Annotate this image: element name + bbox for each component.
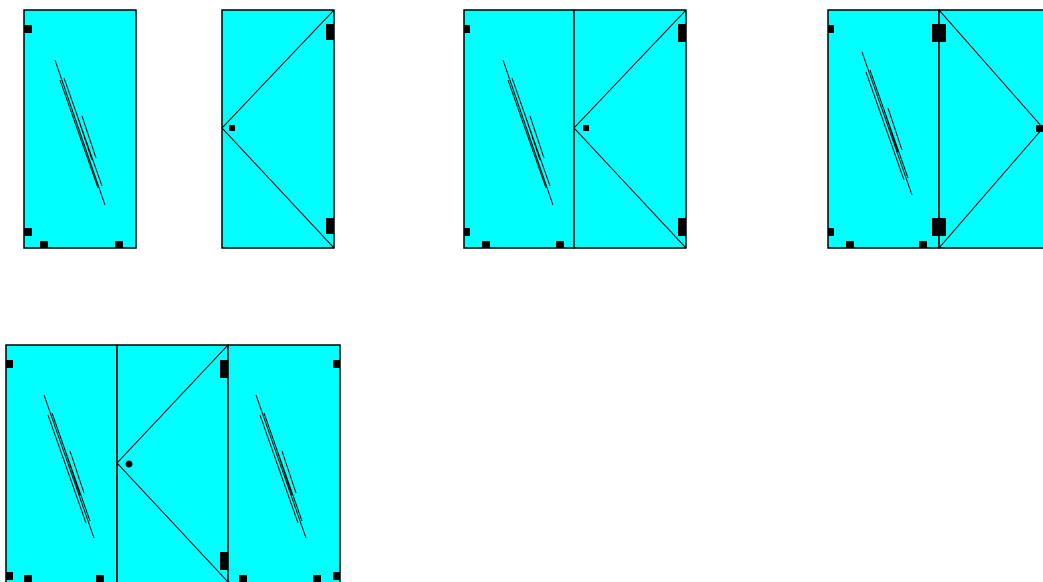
handle-marker <box>125 460 133 468</box>
fixed-pane-left <box>5 344 118 582</box>
window-config-fixed-casement <box>463 9 687 249</box>
hardware-marker <box>828 228 834 236</box>
hinge-marker <box>326 218 334 234</box>
hardware-marker <box>464 228 470 236</box>
hardware-marker <box>313 575 321 582</box>
fixed-pane <box>23 9 137 249</box>
hinge-marker <box>326 24 334 40</box>
glass-reflection-icon <box>255 394 307 539</box>
hardware-marker <box>40 241 48 248</box>
hinge-marker <box>678 24 686 42</box>
window-config-fixed-casement-reverse <box>827 9 1043 249</box>
glass-reflection-icon <box>43 394 95 539</box>
window-config-fixed-single <box>23 9 137 249</box>
opening-direction-indicator <box>573 9 687 249</box>
fixed-pane-right <box>227 344 341 582</box>
fixed-pane <box>463 9 575 249</box>
opening-direction-indicator <box>221 9 335 249</box>
hardware-marker <box>846 241 854 248</box>
hardware-marker <box>482 241 490 248</box>
opening-direction-indicator <box>116 344 229 582</box>
window-config-casement-single <box>221 9 335 249</box>
hardware-marker <box>6 360 13 368</box>
glass-reflection-icon <box>54 59 106 206</box>
hinge-marker <box>932 24 946 42</box>
hardware-marker <box>24 25 32 33</box>
hardware-marker <box>24 228 32 236</box>
handle-marker <box>583 125 589 131</box>
casement-pane <box>573 9 687 249</box>
hardware-marker <box>464 25 470 33</box>
hardware-marker <box>828 25 834 33</box>
hardware-marker <box>115 241 123 248</box>
glass-reflection-icon <box>861 51 913 196</box>
fixed-pane <box>827 9 940 249</box>
hardware-marker <box>6 572 13 580</box>
opening-direction-indicator <box>938 9 1043 249</box>
hinge-marker <box>932 218 946 236</box>
hardware-marker <box>24 575 32 582</box>
hardware-marker <box>333 572 340 580</box>
hardware-marker <box>333 360 340 368</box>
hardware-marker <box>96 575 104 582</box>
window-config-fixed-casement-fixed <box>5 344 341 582</box>
hardware-marker <box>556 241 564 248</box>
glass-reflection-icon <box>502 59 554 206</box>
hardware-marker <box>239 575 247 582</box>
casement-pane <box>932 9 1043 249</box>
casement-pane <box>221 9 335 249</box>
handle-marker <box>229 125 235 131</box>
hardware-marker <box>919 241 927 248</box>
hinge-marker <box>678 218 686 236</box>
casement-pane <box>116 344 236 582</box>
handle-marker <box>1036 125 1043 132</box>
